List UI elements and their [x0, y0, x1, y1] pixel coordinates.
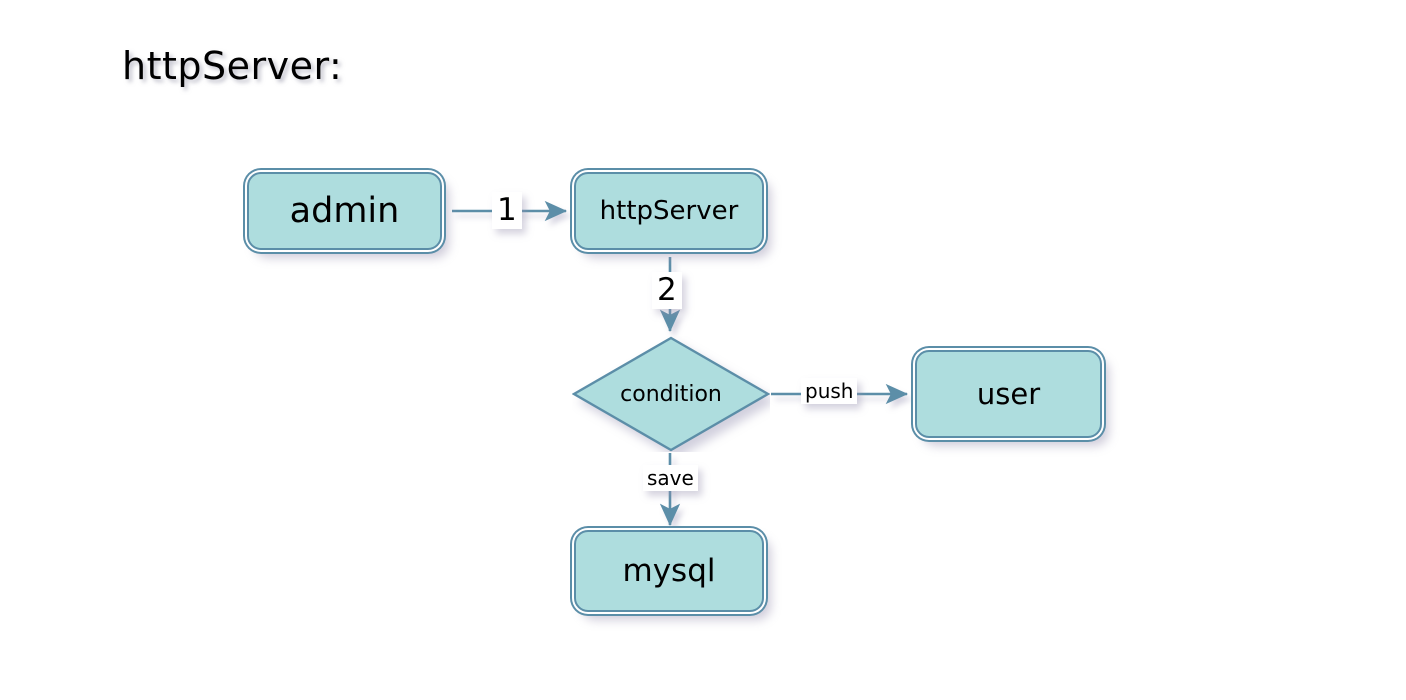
node-condition-label-wrap: condition [572, 336, 770, 452]
edge-label-condition-to-mysql: save [643, 465, 698, 491]
node-admin-label: admin [289, 190, 400, 231]
node-admin[interactable]: admin [247, 172, 442, 250]
diamond-shape-icon [572, 336, 770, 452]
node-condition-label: condition [620, 381, 722, 407]
edge-label-condition-to-user: push [801, 378, 858, 404]
node-httpserver[interactable]: httpServer [574, 172, 764, 250]
node-user-label: user [976, 376, 1041, 411]
node-mysql[interactable]: mysql [574, 530, 764, 612]
node-user[interactable]: user [915, 350, 1102, 438]
page-title: httpServer: [122, 44, 343, 88]
edge-label-httpserver-to-condition: 2 [652, 272, 682, 309]
edge-label-admin-to-httpserver: 1 [492, 192, 522, 229]
node-mysql-label: mysql [622, 552, 716, 589]
node-httpserver-label: httpServer [599, 196, 739, 226]
node-condition[interactable]: condition [572, 336, 770, 452]
